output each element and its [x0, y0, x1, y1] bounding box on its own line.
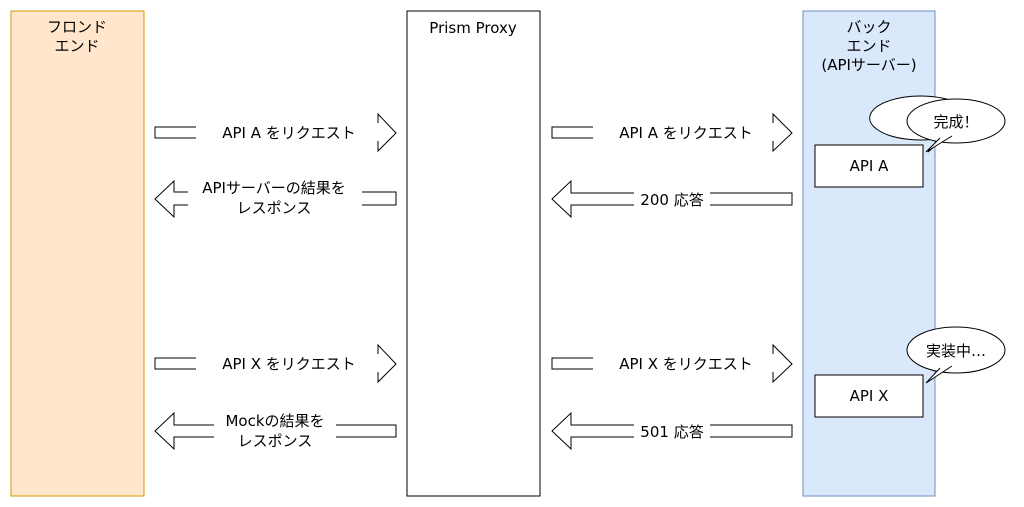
- endpoint-api-x-label: API X: [850, 387, 889, 405]
- proxy-title: Prism Proxy: [429, 19, 517, 37]
- proxy-lane: [406, 10, 541, 497]
- backend-title-line-3: (APIサーバー): [821, 56, 916, 74]
- frontend-lane: [10, 10, 145, 497]
- backend-column: バック エンド (APIサーバー): [802, 10, 936, 497]
- arrow-a-fe-to-proxy: API A をリクエスト: [154, 112, 397, 153]
- frontend-title-line-1: フロンド: [47, 18, 107, 36]
- arrow-x-proxy-to-fe-label-line-2: レスポンス: [238, 432, 313, 450]
- backend-lane: [802, 10, 936, 497]
- arrow-a-proxy-to-be-label: API A をリクエスト: [619, 124, 753, 142]
- arrow-a-proxy-to-be: API A をリクエスト: [551, 112, 793, 153]
- arrow-a-be-to-proxy-label: 200 応答: [640, 191, 703, 209]
- arrow-a-proxy-to-fe-label-line-2: レスポンス: [237, 199, 312, 217]
- arrow-a-proxy-to-fe-label-line-1: APIサーバーの結果を: [202, 179, 346, 197]
- callout-wip-label: 実装中…: [926, 342, 986, 360]
- arrow-a-fe-to-proxy-label: API A をリクエスト: [222, 124, 356, 142]
- arrow-x-be-to-proxy-label: 501 応答: [640, 423, 703, 441]
- proxy-column: Prism Proxy: [406, 10, 541, 497]
- arrow-a-be-to-proxy: 200 応答: [551, 179, 793, 219]
- arrow-x-fe-to-proxy-label: API X をリクエスト: [222, 355, 356, 373]
- backend-title-line-2: エンド: [846, 37, 891, 55]
- endpoint-api-a: API A: [814, 144, 924, 188]
- arrow-x-proxy-to-be: API X をリクエスト: [551, 343, 793, 384]
- arrow-x-proxy-to-fe: Mockの結果を レスポンス: [154, 409, 397, 451]
- endpoint-api-a-label: API A: [850, 157, 889, 175]
- endpoint-api-x: API X: [814, 374, 924, 418]
- callout-done: 完成！: [869, 95, 1006, 153]
- frontend-column: フロンド エンド: [10, 10, 145, 497]
- arrow-x-proxy-to-be-label: API X をリクエスト: [619, 355, 753, 373]
- arrow-x-be-to-proxy: 501 応答: [551, 411, 793, 451]
- callout-wip: 実装中…: [906, 326, 1006, 384]
- backend-title-line-1: バック: [846, 18, 891, 36]
- arrow-a-proxy-to-fe: APIサーバーの結果を レスポンス: [154, 176, 397, 219]
- arrow-x-proxy-to-fe-label-line-1: Mockの結果を: [225, 412, 324, 430]
- arrow-x-fe-to-proxy: API X をリクエスト: [154, 343, 397, 384]
- frontend-title-line-2: エンド: [54, 37, 99, 55]
- callout-done-label: 完成！: [933, 113, 978, 131]
